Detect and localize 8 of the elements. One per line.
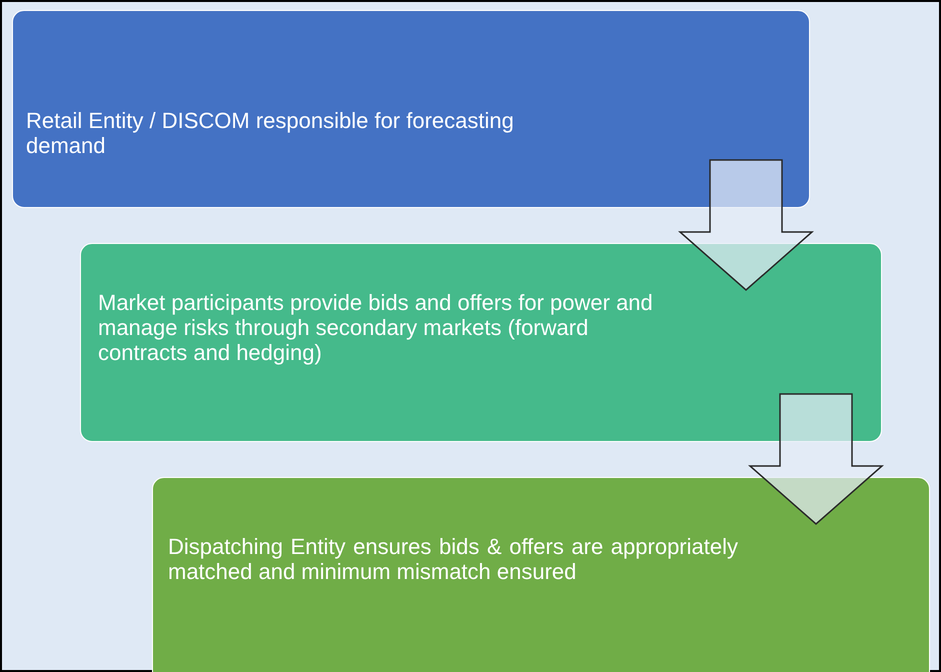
block-arrow (678, 159, 814, 291)
process-box (152, 477, 930, 672)
box-text: Dispatching Entity ensures bids & offers are appropriately matched and minimum mismatch ensured (168, 534, 738, 584)
box-text: Retail Entity / DISCOM responsible for forecasting demand (26, 108, 515, 158)
process-box (12, 10, 810, 208)
process-box (80, 243, 882, 442)
block-arrow (748, 393, 884, 525)
box-text: Market participants provide bids and offers for power and manage risks through secondary markets (forward contracts and hedging) (98, 290, 654, 365)
